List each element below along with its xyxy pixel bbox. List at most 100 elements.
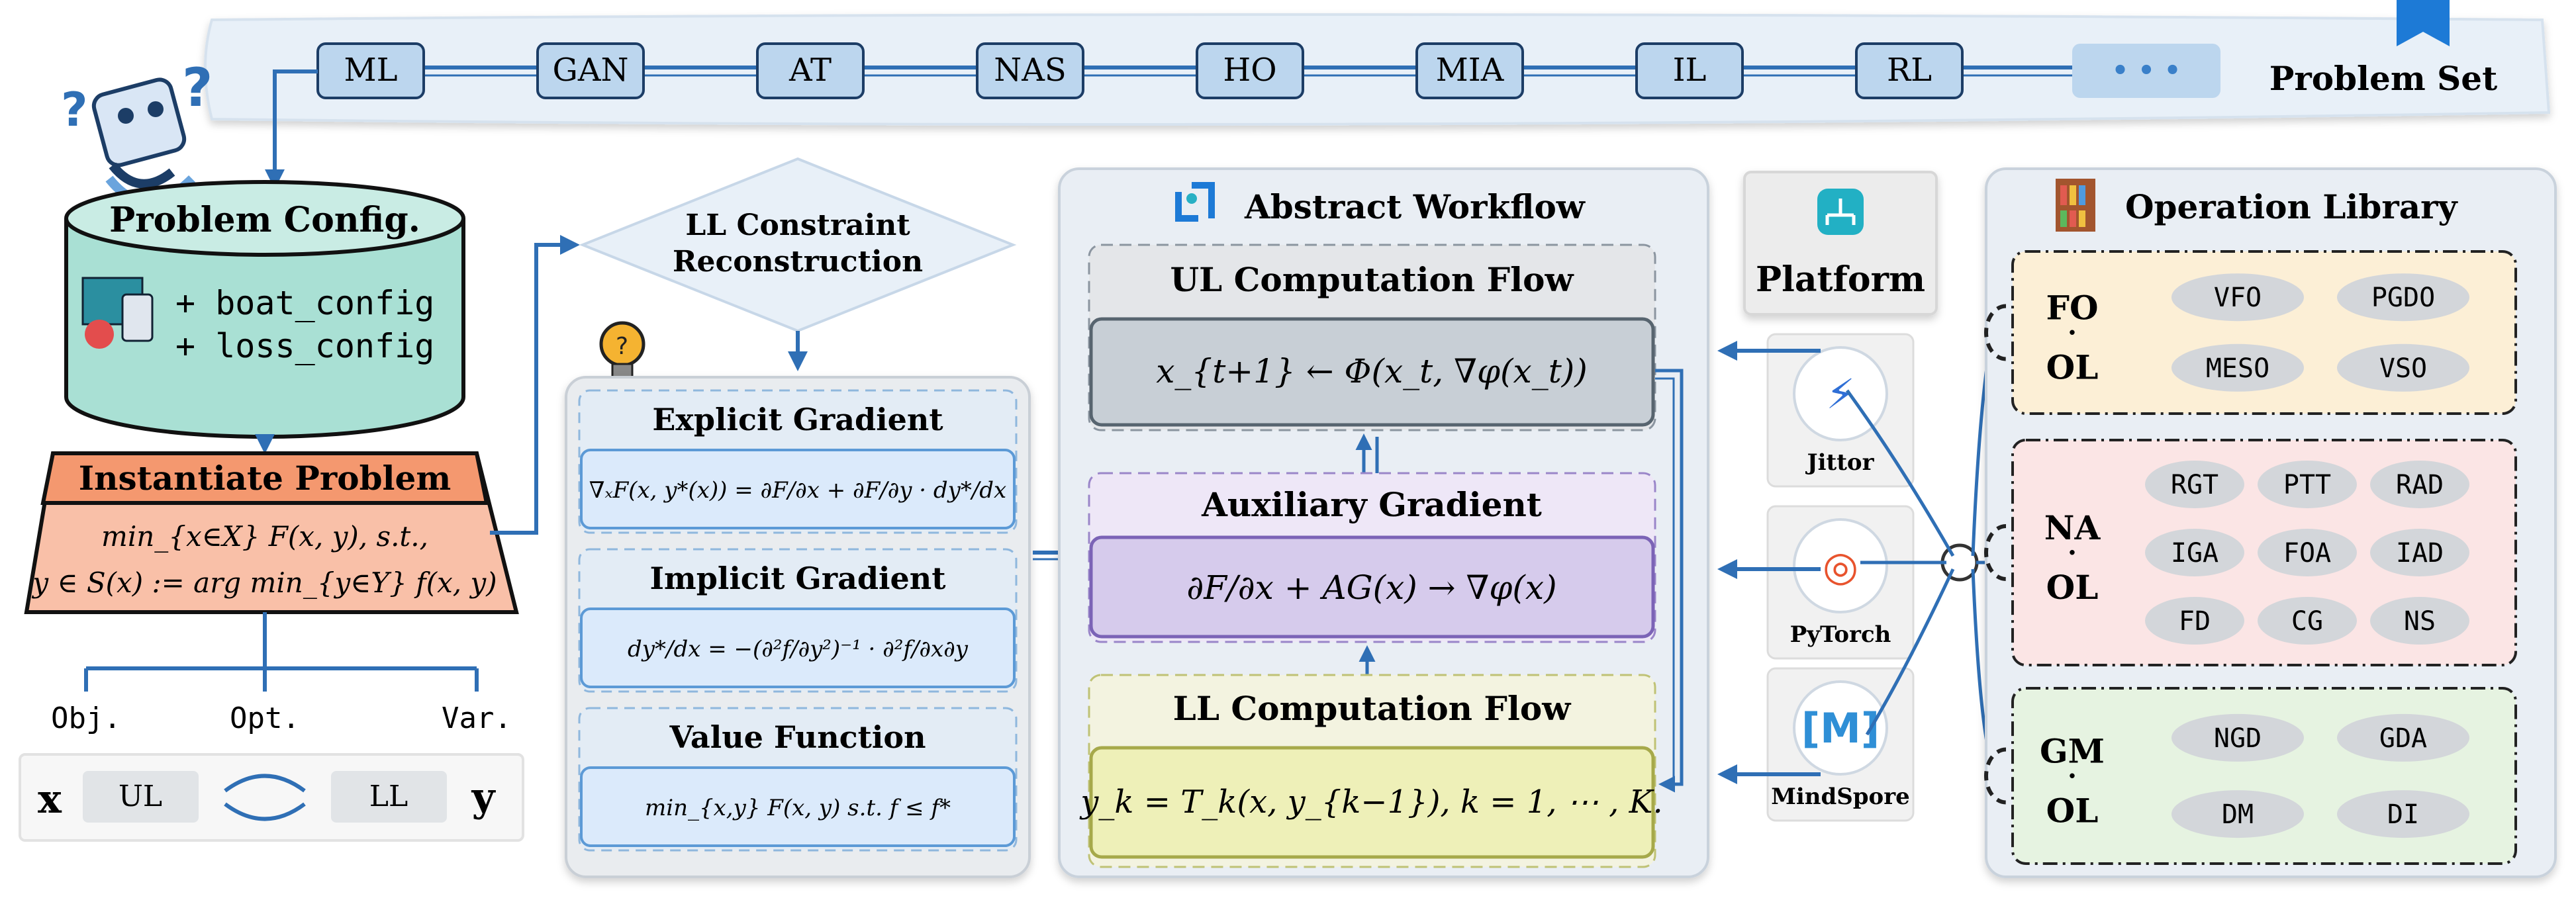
svg-text:?: ?	[61, 83, 88, 137]
op-foa[interactable]	[2258, 529, 2357, 576]
pytorch-flame-icon-glyph: ◎	[1823, 542, 1858, 590]
platform-title: Platform	[1756, 259, 1925, 300]
ul-title: UL Computation Flow	[1170, 260, 1574, 299]
op-pgdo[interactable]	[2337, 273, 2469, 322]
workflow-title: Abstract Workflow	[1244, 187, 1586, 226]
config-title: Problem Config.	[109, 200, 420, 240]
op-label: VSO	[2379, 353, 2427, 384]
library-group-bracket	[1984, 747, 2007, 805]
op-label: FD	[2179, 606, 2211, 637]
op-iad[interactable]	[2370, 529, 2469, 576]
op-label: IGA	[2171, 538, 2218, 568]
op-label: DI	[2387, 799, 2419, 830]
aux-formula: ∂F/∂x + AG(x) → ∇φ(x)	[1186, 568, 1556, 607]
op-label: VFO	[2214, 283, 2262, 313]
robot-question-icon: ? ?	[61, 57, 213, 206]
problem-set-item-label: RL	[1887, 52, 1932, 89]
swap-arrows-icon	[224, 774, 306, 821]
branch-opt: Opt.	[230, 701, 300, 735]
branch-var: Var.	[442, 701, 512, 735]
gear-icon	[85, 320, 114, 349]
op-label: IAD	[2396, 538, 2444, 568]
op-label: PTT	[2283, 470, 2331, 500]
gradient-formula-box	[580, 449, 1016, 529]
problem-set-item-nas[interactable]	[976, 42, 1084, 99]
abstract-workflow-panel: Abstract Workflow UL Computation Flow x_…	[1058, 167, 1709, 878]
op-rgt[interactable]	[2145, 460, 2244, 508]
op-fd[interactable]	[2145, 597, 2244, 645]
problem-set-item-mia[interactable]	[1415, 42, 1524, 99]
platform-box: Platform	[1743, 171, 1938, 316]
library-group-dot: ·	[2068, 761, 2077, 792]
library-group-bracket	[1984, 304, 2007, 361]
problem-set-item-rl[interactable]	[1855, 42, 1964, 99]
op-vfo[interactable]	[2171, 273, 2304, 322]
instantiate-line-2: y ∈ S(x) := arg min_{y∈Y} f(x, y)	[31, 566, 497, 599]
gradient-formula: dy*/dx = −(∂²f/∂y²)⁻¹ · ∂²f/∂x∂y	[628, 636, 969, 662]
branch-obj: Obj.	[51, 701, 121, 735]
gradient-formula: ∇ₓF(x, y*(x)) = ∂F/∂x + ∂F/∂y · dy*/dx	[589, 477, 1006, 504]
backend-label: PyTorch	[1790, 621, 1891, 648]
svg-text:?: ?	[182, 57, 213, 118]
problem-set-more[interactable]	[2072, 44, 2220, 98]
op-ptt[interactable]	[2258, 460, 2357, 508]
library-group-gm	[2011, 687, 2517, 865]
problem-set-item-label: MIA	[1436, 52, 1505, 89]
pytorch-flame-icon	[1793, 518, 1888, 613]
gradient-title: Value Function	[669, 719, 926, 755]
library-group-top: GM	[2040, 732, 2105, 771]
library-group-bracket	[1984, 524, 2007, 581]
op-ngd[interactable]	[2171, 713, 2304, 762]
gradient-formula: min_{x,y} F(x, y) s.t. f ≤ f*	[645, 795, 951, 821]
op-meso[interactable]	[2171, 343, 2304, 392]
op-label: DM	[2222, 799, 2254, 830]
var-ul: UL	[119, 780, 162, 813]
gradient-title: Implicit Gradient	[650, 561, 947, 596]
library-group-top: NA	[2044, 508, 2101, 547]
library-group-dot: ·	[2068, 537, 2077, 568]
op-label: CG	[2291, 606, 2323, 637]
config-line-2: + loss_config	[175, 327, 434, 365]
op-label: NGD	[2214, 723, 2262, 754]
bookshelf-icon	[2056, 179, 2095, 232]
op-di[interactable]	[2337, 790, 2469, 838]
problem-set-item-il[interactable]	[1635, 42, 1744, 99]
op-gda[interactable]	[2337, 713, 2469, 762]
op-dm[interactable]	[2171, 790, 2304, 838]
constraint-line-2: Reconstruction	[673, 245, 923, 279]
variable-bar: x UL LL y	[19, 753, 524, 842]
ll-title: LL Computation Flow	[1173, 689, 1572, 728]
op-label: PGDO	[2371, 283, 2435, 313]
backend-label: MindSpore	[1771, 784, 1910, 810]
gradient-title: Explicit Gradient	[652, 402, 943, 437]
var-y: y	[471, 774, 497, 821]
problem-set-item-at[interactable]	[756, 42, 865, 99]
problem-set-item-label: HO	[1223, 52, 1276, 89]
op-label: RGT	[2171, 470, 2218, 500]
var-ll: LL	[369, 780, 408, 813]
op-iga[interactable]	[2145, 529, 2244, 576]
op-vso[interactable]	[2337, 343, 2469, 392]
gradient-formula-box	[580, 608, 1016, 688]
problem-set-item-ho[interactable]	[1196, 42, 1304, 99]
ll-constraint-diamond: LL Constraint Reconstruction	[579, 157, 1017, 333]
op-label: MESO	[2206, 353, 2269, 384]
library-group-dot: ·	[2068, 318, 2077, 349]
mindspore-icon	[1793, 680, 1888, 776]
op-ns[interactable]	[2370, 597, 2469, 645]
instantiate-title: Instantiate Problem	[79, 459, 452, 498]
library-group-bottom: OL	[2046, 568, 2099, 607]
workflow-logo-icon	[1175, 182, 1215, 222]
problem-set-more-label: • • •	[2112, 55, 2181, 86]
op-rad[interactable]	[2370, 460, 2469, 508]
svg-text:?: ?	[616, 333, 628, 360]
backend-label: Jittor	[1805, 449, 1874, 476]
variable-branches	[84, 612, 479, 692]
problem-set-item-gan[interactable]	[536, 42, 645, 99]
library-group-top: FO	[2046, 289, 2098, 328]
problem-set-title: Problem Set	[2269, 59, 2497, 98]
op-cg[interactable]	[2258, 597, 2357, 645]
